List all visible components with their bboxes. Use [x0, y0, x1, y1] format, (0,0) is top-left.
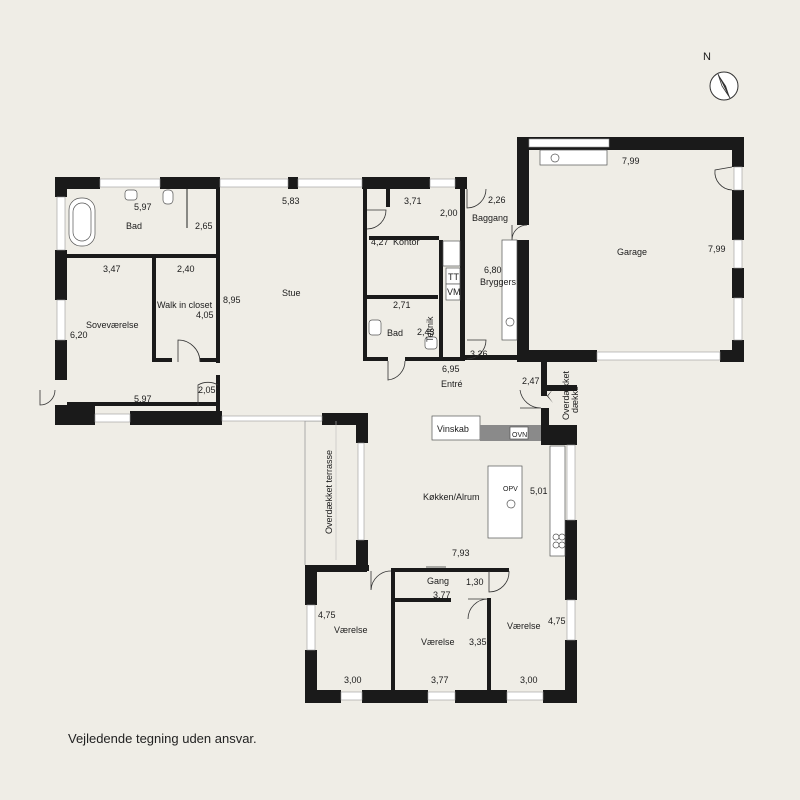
dimension-label: 3,71 — [404, 196, 422, 206]
room-label-sovevaerelse: Soveværelse — [86, 320, 139, 330]
dimension-label: 2,26 — [488, 195, 506, 205]
fixtures — [68, 149, 608, 560]
room-label-overdaekket: Overdækket — [561, 370, 571, 420]
stove-icon — [552, 533, 560, 541]
room-label-vaerelse-1: Værelse — [334, 625, 368, 635]
dimension-label: 1,30 — [466, 577, 484, 587]
toilet-icon — [162, 189, 174, 205]
room-label-tt: TT — [448, 272, 459, 282]
room-label-teknik: Teknik — [425, 316, 435, 342]
room-label-daekket: dække — [570, 386, 580, 413]
dimension-label: 6,95 — [442, 364, 460, 374]
compass: N — [703, 51, 739, 101]
sink-icon — [505, 317, 515, 327]
dimension-label: 2,47 — [522, 376, 540, 386]
dimension-label: 3,47 — [103, 264, 121, 274]
toilet-icon — [424, 336, 438, 350]
dimension-label: 2,65 — [195, 221, 213, 231]
room-label-opv: OPV — [503, 486, 518, 493]
sink-icon — [506, 499, 516, 509]
room-label-baggang: Baggang — [472, 213, 508, 223]
room-label-entre: Entré — [441, 379, 463, 389]
room-label-bryggers: Bryggers — [480, 277, 517, 287]
compass-label: N — [703, 51, 711, 63]
dimension-label: 3,35 — [469, 637, 487, 647]
room-label-vinskab: Vinskab — [437, 424, 469, 434]
windows — [56, 138, 743, 701]
dimension-label: 4,05 — [196, 310, 214, 320]
dimension-label: 5,83 — [282, 196, 300, 206]
dimension-label: 2,00 — [440, 208, 458, 218]
dimension-label: 6,20 — [70, 330, 88, 340]
dimension-label: 4,27 — [371, 237, 389, 247]
dimension-label: 8,95 — [223, 295, 241, 305]
room-label-overdaekket-terrasse: Overdækket terrasse — [324, 450, 334, 534]
room-label-ovn: OVN — [512, 432, 527, 439]
dimension-label: 3,26 — [470, 349, 488, 359]
dimension-labels: 5,97 2,65 5,83 3,71 2,00 4,27 2,26 7,99 … — [70, 156, 726, 685]
dimension-label: 3,00 — [344, 675, 362, 685]
dimension-label: 5,97 — [134, 202, 152, 212]
entrance-arrow-icon — [547, 389, 553, 403]
dimension-label: 4,75 — [318, 610, 336, 620]
room-label-bad: Bad — [126, 221, 142, 231]
sink-icon — [368, 319, 382, 336]
room-labels: Bad Walk in closet Stue Kontor Baggang B… — [86, 213, 647, 647]
room-label-kontor: Kontor — [393, 237, 420, 247]
room-label-vm: VM — [447, 287, 461, 297]
room-label-koekken-alrum: Køkken/Alrum — [423, 492, 480, 502]
dimension-label: 2,43 — [417, 327, 435, 337]
room-label-stue: Stue — [282, 288, 301, 298]
dimension-label: 5,01 — [530, 486, 548, 496]
room-label-bad-2: Bad — [387, 328, 403, 338]
dimension-label: 3,00 — [520, 675, 538, 685]
doors — [39, 166, 733, 620]
dimension-label: 3,77 — [433, 590, 451, 600]
room-label-gang: Gang — [427, 576, 449, 586]
room-label-walk-in-closet: Walk in closet — [157, 300, 213, 310]
dimension-label: 2,05 — [198, 385, 216, 395]
disclaimer-text: Vejledende tegning uden ansvar. — [68, 731, 257, 746]
room-label-vaerelse-2: Værelse — [421, 637, 455, 647]
dimension-label: 7,99 — [622, 156, 640, 166]
dimension-label: 2,71 — [393, 300, 411, 310]
dimension-label: 2,40 — [177, 264, 195, 274]
dimension-label: 7,99 — [708, 244, 726, 254]
dimension-label: 5,97 — [134, 394, 152, 404]
dimension-label: 3,77 — [431, 675, 449, 685]
dimension-label: 6,80 — [484, 265, 502, 275]
dimension-label: 4,75 — [548, 616, 566, 626]
walls — [55, 137, 744, 703]
room-label-vaerelse-3: Værelse — [507, 621, 541, 631]
sink-icon — [124, 189, 138, 201]
washer-icon — [442, 240, 461, 267]
dimension-label: 7,93 — [452, 548, 470, 558]
room-label-garage: Garage — [617, 247, 647, 257]
